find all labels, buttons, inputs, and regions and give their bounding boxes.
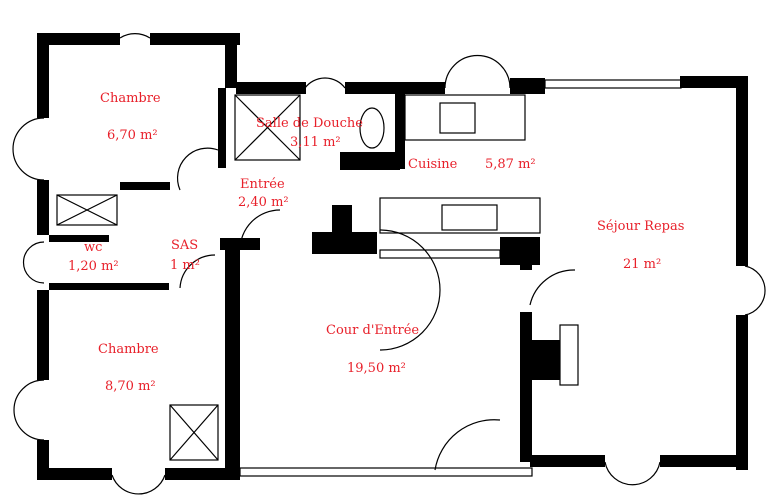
room-name: Entrée <box>240 177 285 192</box>
room-area: 21 m² <box>623 257 662 272</box>
room-area: 2,40 m² <box>238 195 289 210</box>
room-name: wc <box>84 240 103 255</box>
room-name: Séjour Repas <box>597 219 685 234</box>
room-area: 1 m² <box>170 258 200 273</box>
room-name: Salle de Douche <box>256 116 363 131</box>
thin-lines <box>12 33 766 495</box>
room-area: 6,70 m² <box>107 128 158 143</box>
room-name: Cour d'Entrée <box>326 323 420 338</box>
room-name: Chambre <box>100 91 161 106</box>
walls <box>37 33 748 480</box>
room-area: 3,11 m² <box>290 135 341 150</box>
room-name: Cuisine <box>408 157 458 172</box>
room-area: 8,70 m² <box>105 379 156 394</box>
room-name: Chambre <box>98 342 159 357</box>
room-area: 5,87 m² <box>485 157 536 172</box>
room-name: SAS <box>171 238 199 253</box>
room-area: 19,50 m² <box>347 361 406 376</box>
room-area: 1,20 m² <box>68 259 119 274</box>
